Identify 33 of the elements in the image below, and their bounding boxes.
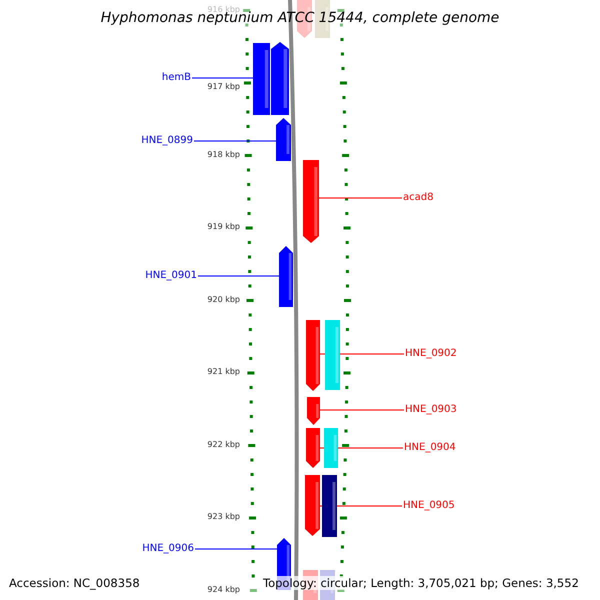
- scale-tick-label: 918 kbp: [206, 150, 240, 160]
- gene-label: hemB: [162, 72, 191, 84]
- scale-tick-label: 917 kbp: [206, 82, 240, 92]
- scale-tick-label: 923 kbp: [206, 512, 240, 522]
- genome-summary: Topology: circular; Length: 3,705,021 bp; Genes: 3,552: [263, 576, 579, 590]
- gene-label: acad8: [403, 192, 434, 204]
- gene-label: HNE_0905: [403, 500, 455, 512]
- scale-tick-label: 919 kbp: [206, 222, 240, 232]
- gene-label: HNE_0904: [404, 442, 456, 454]
- gene-feature: [305, 475, 320, 536]
- gene-feature: [307, 397, 320, 425]
- gene-feature: [306, 320, 320, 391]
- scale-tick-label: 920 kbp: [206, 295, 240, 305]
- gene-feature: [276, 118, 291, 161]
- gene-label: HNE_0901: [145, 270, 197, 282]
- gene-label: HNE_0902: [405, 348, 457, 360]
- leader-line: [194, 548, 278, 550]
- gene-feature: [324, 428, 338, 468]
- leader-line: [194, 140, 276, 142]
- scale-tick-label: 921 kbp: [206, 367, 240, 377]
- gene-label: HNE_0906: [142, 543, 194, 555]
- gene-label: HNE_0903: [405, 404, 457, 416]
- scale-tick-label: 924 kbp: [206, 585, 240, 595]
- gene-feature: [303, 160, 319, 243]
- scale-tick-label: 922 kbp: [206, 440, 240, 450]
- gene-label: HNE_0899: [141, 135, 193, 147]
- gene-feature: [306, 428, 320, 468]
- gene-feature: [279, 246, 293, 307]
- gene-feature: [322, 475, 337, 537]
- gene-feature: [253, 43, 270, 115]
- accession-note: Accession: NC_008358: [9, 576, 140, 590]
- gene-feature: [325, 320, 340, 390]
- gene-feature: [271, 42, 289, 115]
